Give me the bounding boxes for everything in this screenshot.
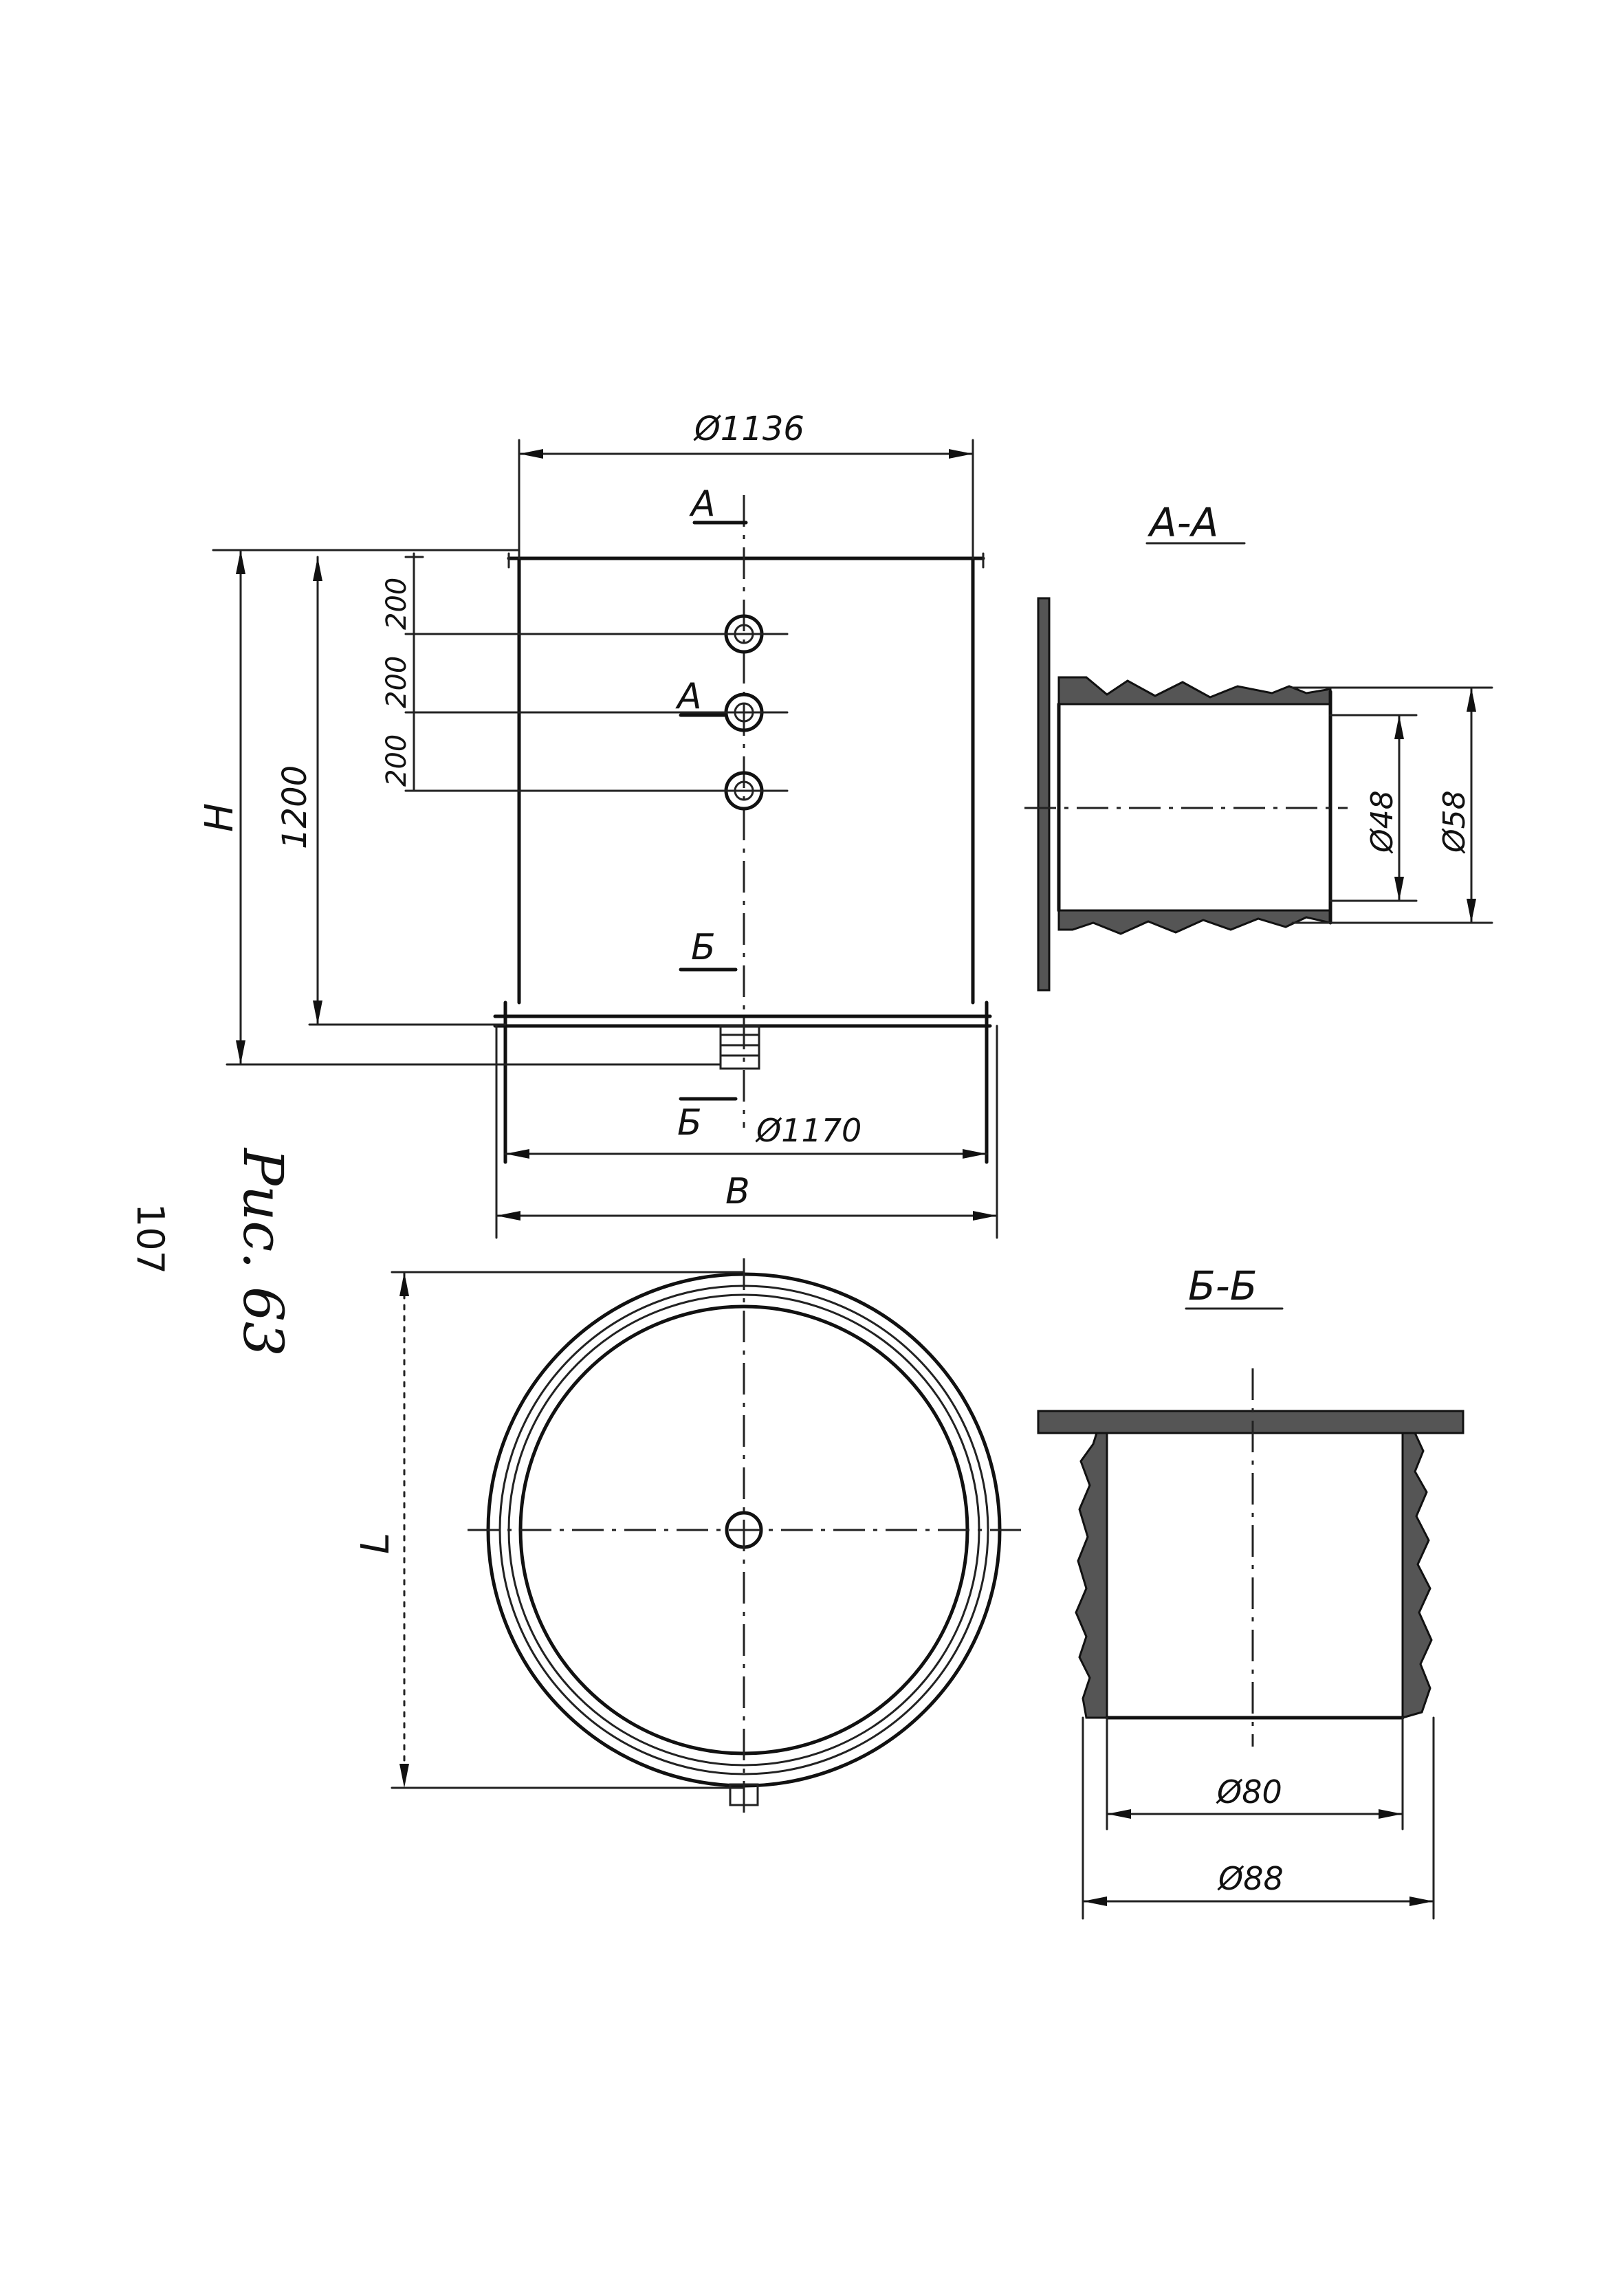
hole-spacing-2: 200 xyxy=(381,656,413,708)
page-number: 107 xyxy=(129,1203,172,1274)
figure-caption: Рис. 63 xyxy=(231,1147,295,1357)
bottom-diameter-label: Ø1170 xyxy=(755,1112,862,1149)
section-bb-inner-diameter: Ø80 xyxy=(1216,1773,1282,1811)
section-mark-b-lower: Б xyxy=(677,1102,702,1144)
hole-spacing-1: 200 xyxy=(381,578,413,630)
overall-width-label: B xyxy=(725,1171,750,1212)
plan-view xyxy=(391,1258,1021,1815)
section-aa-inner-diameter: Ø48 xyxy=(1365,790,1400,854)
section-mark-a-mid: A xyxy=(675,676,702,717)
section-bb-outer-diameter: Ø88 xyxy=(1217,1860,1284,1897)
hole-spacing-3: 200 xyxy=(381,734,413,787)
section-bb-view xyxy=(1037,1307,1464,1920)
main-elevation-view xyxy=(212,439,998,1239)
section-mark-a-top: A xyxy=(689,483,716,525)
plan-diameter-label: L xyxy=(353,1533,398,1554)
overall-height-label: H xyxy=(197,803,242,832)
section-mark-b-upper: Б xyxy=(691,927,716,968)
section-aa-outer-diameter: Ø58 xyxy=(1437,790,1472,854)
section-aa-view xyxy=(1024,542,1493,992)
body-height-label: 1200 xyxy=(276,765,314,849)
section-bb-title: Б-Б xyxy=(1188,1262,1258,1309)
section-aa-title: A-A xyxy=(1147,499,1218,546)
top-diameter-label: Ø1136 xyxy=(693,410,804,448)
